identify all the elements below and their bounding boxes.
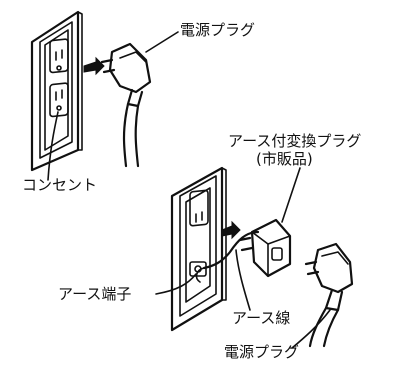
earth-wire-label: アース線 bbox=[232, 309, 290, 327]
insert-arrow-bottom bbox=[221, 220, 241, 240]
earth-wire bbox=[202, 230, 260, 270]
top-power-plug bbox=[100, 42, 152, 168]
insert-arrow-top bbox=[83, 56, 105, 76]
bottom-power-plug bbox=[304, 242, 354, 348]
bottom-power-plug-label: 電源プラグ bbox=[224, 343, 299, 361]
leader-earth-wire bbox=[235, 249, 251, 311]
leader-bottom-plug bbox=[291, 309, 331, 349]
earth-adapter-plug bbox=[238, 218, 292, 278]
leader-earth-terminal bbox=[155, 273, 197, 295]
earth-wire-loop bbox=[195, 267, 205, 283]
adapter-label-line2: (市販品) bbox=[256, 150, 313, 168]
outlet-label: コンセント bbox=[22, 176, 97, 194]
adapter-label-line1: アース付変換プラグ bbox=[228, 132, 361, 150]
top-receptacle-lower bbox=[49, 82, 69, 118]
top-power-plug-label: 電源プラグ bbox=[180, 21, 255, 39]
top-receptacle-upper bbox=[49, 38, 69, 74]
bottom-wall-plate bbox=[170, 166, 227, 332]
earth-terminal-label: アース端子 bbox=[58, 285, 131, 303]
leader-adapter bbox=[281, 167, 301, 223]
top-wall-plate bbox=[30, 10, 83, 172]
leader-outlet bbox=[47, 111, 59, 181]
bottom-receptacle bbox=[189, 189, 209, 227]
leader-top-plug bbox=[145, 31, 179, 53]
